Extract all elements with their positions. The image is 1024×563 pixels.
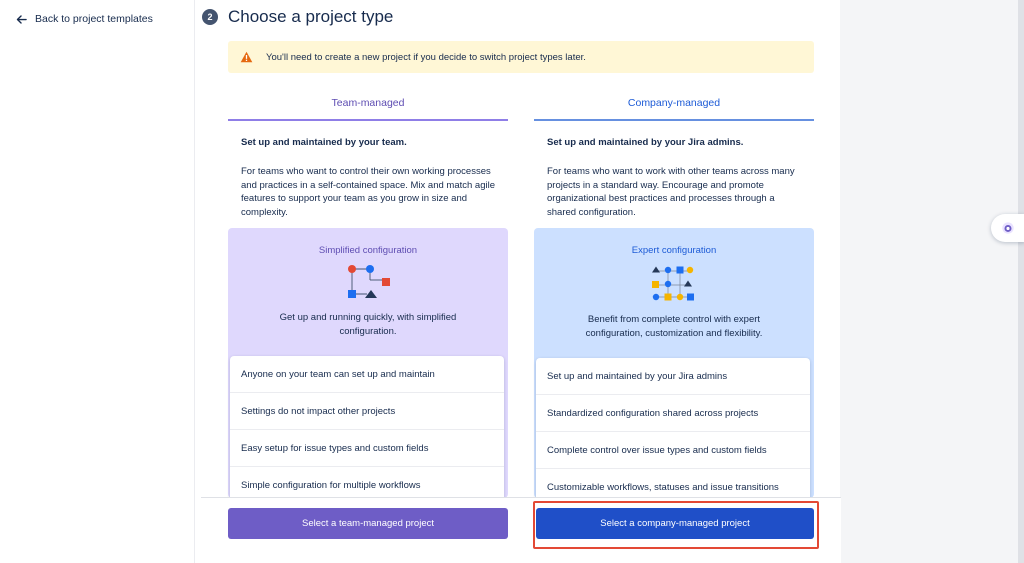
right-gutter — [840, 0, 1024, 563]
tab-company-managed[interactable]: Company-managed — [534, 90, 814, 121]
list-item: Standardized configuration shared across… — [536, 395, 810, 432]
arrow-left-icon — [16, 14, 27, 24]
assistant-icon — [1002, 222, 1014, 234]
company-description: For teams who want to work with other te… — [547, 166, 795, 218]
left-sidebar: Back to project templates — [0, 0, 195, 563]
company-subheading: Set up and maintained by your Jira admin… — [547, 137, 744, 148]
list-item: Complete control over issue types and cu… — [536, 432, 810, 469]
warning-triangle-icon — [240, 51, 253, 63]
expert-config-illustration-icon — [652, 266, 694, 301]
back-link-label: Back to project templates — [35, 13, 153, 25]
company-feature-list: Set up and maintained by your Jira admin… — [536, 358, 810, 506]
company-config-panel: Expert configuration Benefit from comple… — [534, 228, 814, 506]
company-panel-title: Expert configuration — [631, 245, 717, 256]
back-to-templates-link[interactable]: Back to project templates — [16, 13, 153, 25]
company-managed-column: Company-managed Set up and maintained by… — [534, 90, 814, 219]
team-panel-title: Simplified configuration — [318, 245, 418, 256]
step-number-badge: 2 — [202, 9, 218, 25]
team-config-panel: Simplified configuration Get up and runn… — [228, 228, 508, 504]
select-company-managed-button[interactable]: Select a company-managed project — [536, 508, 814, 539]
list-item: Simple configuration for multiple workfl… — [241, 480, 421, 491]
team-managed-column: Team-managed Set up and maintained by yo… — [228, 90, 508, 219]
tab-team-managed[interactable]: Team-managed — [228, 90, 508, 121]
warning-text: You'll need to create a new project if y… — [266, 51, 586, 63]
step-header: 2 Choose a project type — [202, 7, 393, 27]
list-item: Settings do not impact other projects — [230, 393, 504, 430]
team-panel-text: Get up and running quickly, with simplif… — [279, 312, 457, 337]
floating-assistant-button[interactable] — [991, 214, 1024, 242]
simplified-config-illustration-icon — [348, 265, 390, 298]
window-edge — [1018, 0, 1024, 563]
team-description: For teams who want to control their own … — [241, 166, 495, 218]
list-item: Easy setup for issue types and custom fi… — [230, 430, 504, 467]
team-feature-list: Anyone on your team can set up and maint… — [230, 356, 504, 504]
list-item: Anyone on your team can set up and maint… — [230, 356, 504, 393]
company-panel-text: Benefit from complete control with exper… — [585, 314, 763, 339]
page-title: Choose a project type — [228, 7, 394, 26]
list-item: Customizable workflows, statuses and iss… — [547, 482, 779, 493]
list-item: Set up and maintained by your Jira admin… — [536, 358, 810, 395]
warning-banner: You'll need to create a new project if y… — [228, 41, 814, 73]
team-subheading: Set up and maintained by your team. — [241, 137, 407, 148]
select-team-managed-button[interactable]: Select a team-managed project — [228, 508, 508, 539]
